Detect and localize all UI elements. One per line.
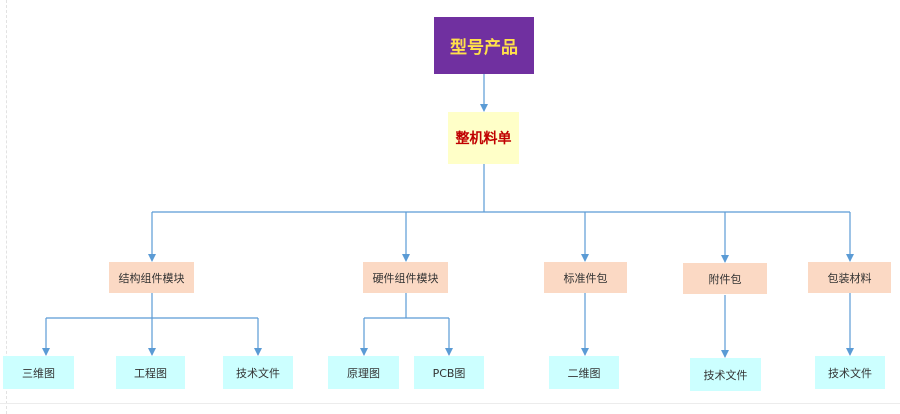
node-label: 工程图: [134, 366, 167, 380]
node-schematic[interactable]: 原理图: [328, 356, 399, 389]
node-tech-docs-structure[interactable]: 技术文件: [223, 356, 293, 389]
node-label: 硬件组件模块: [372, 271, 439, 285]
page-guide-left: [6, 0, 7, 414]
node-label: 包装材料: [827, 271, 872, 285]
node-label: 附件包: [708, 272, 742, 286]
node-tech-docs-packaging[interactable]: 技术文件: [815, 356, 885, 389]
node-label: 型号产品: [450, 38, 518, 58]
connector-lines: [42, 74, 854, 358]
node-label: 整机料单: [455, 131, 512, 147]
node-machine-bom[interactable]: 整机料单: [448, 112, 519, 164]
node-label: 标准件包: [563, 271, 608, 285]
node-label: 技术文件: [236, 366, 280, 380]
node-2d-drawing[interactable]: 二维图: [549, 356, 619, 389]
node-pcb-drawing[interactable]: PCB图: [414, 356, 484, 389]
node-model-product[interactable]: 型号产品: [434, 17, 534, 74]
node-hardware-module[interactable]: 硬件组件模块: [363, 262, 448, 293]
node-structure-module[interactable]: 结构组件模块: [109, 262, 194, 293]
node-label: 结构组件模块: [118, 271, 185, 285]
node-accessory-pack[interactable]: 附件包: [683, 263, 767, 294]
page-guide-bottom: [0, 403, 900, 404]
node-label: PCB图: [432, 366, 466, 380]
node-label: 原理图: [347, 366, 380, 380]
node-standard-parts-pack[interactable]: 标准件包: [544, 262, 627, 293]
node-packaging-materials[interactable]: 包装材料: [808, 262, 891, 293]
node-label: 三维图: [22, 366, 55, 380]
node-engineering-drawing[interactable]: 工程图: [116, 356, 185, 389]
node-label: 技术文件: [703, 368, 748, 382]
node-3d-drawing[interactable]: 三维图: [3, 356, 74, 389]
node-label: 技术文件: [828, 366, 872, 380]
node-label: 二维图: [567, 366, 601, 380]
node-tech-docs-accessory[interactable]: 技术文件: [690, 358, 761, 391]
